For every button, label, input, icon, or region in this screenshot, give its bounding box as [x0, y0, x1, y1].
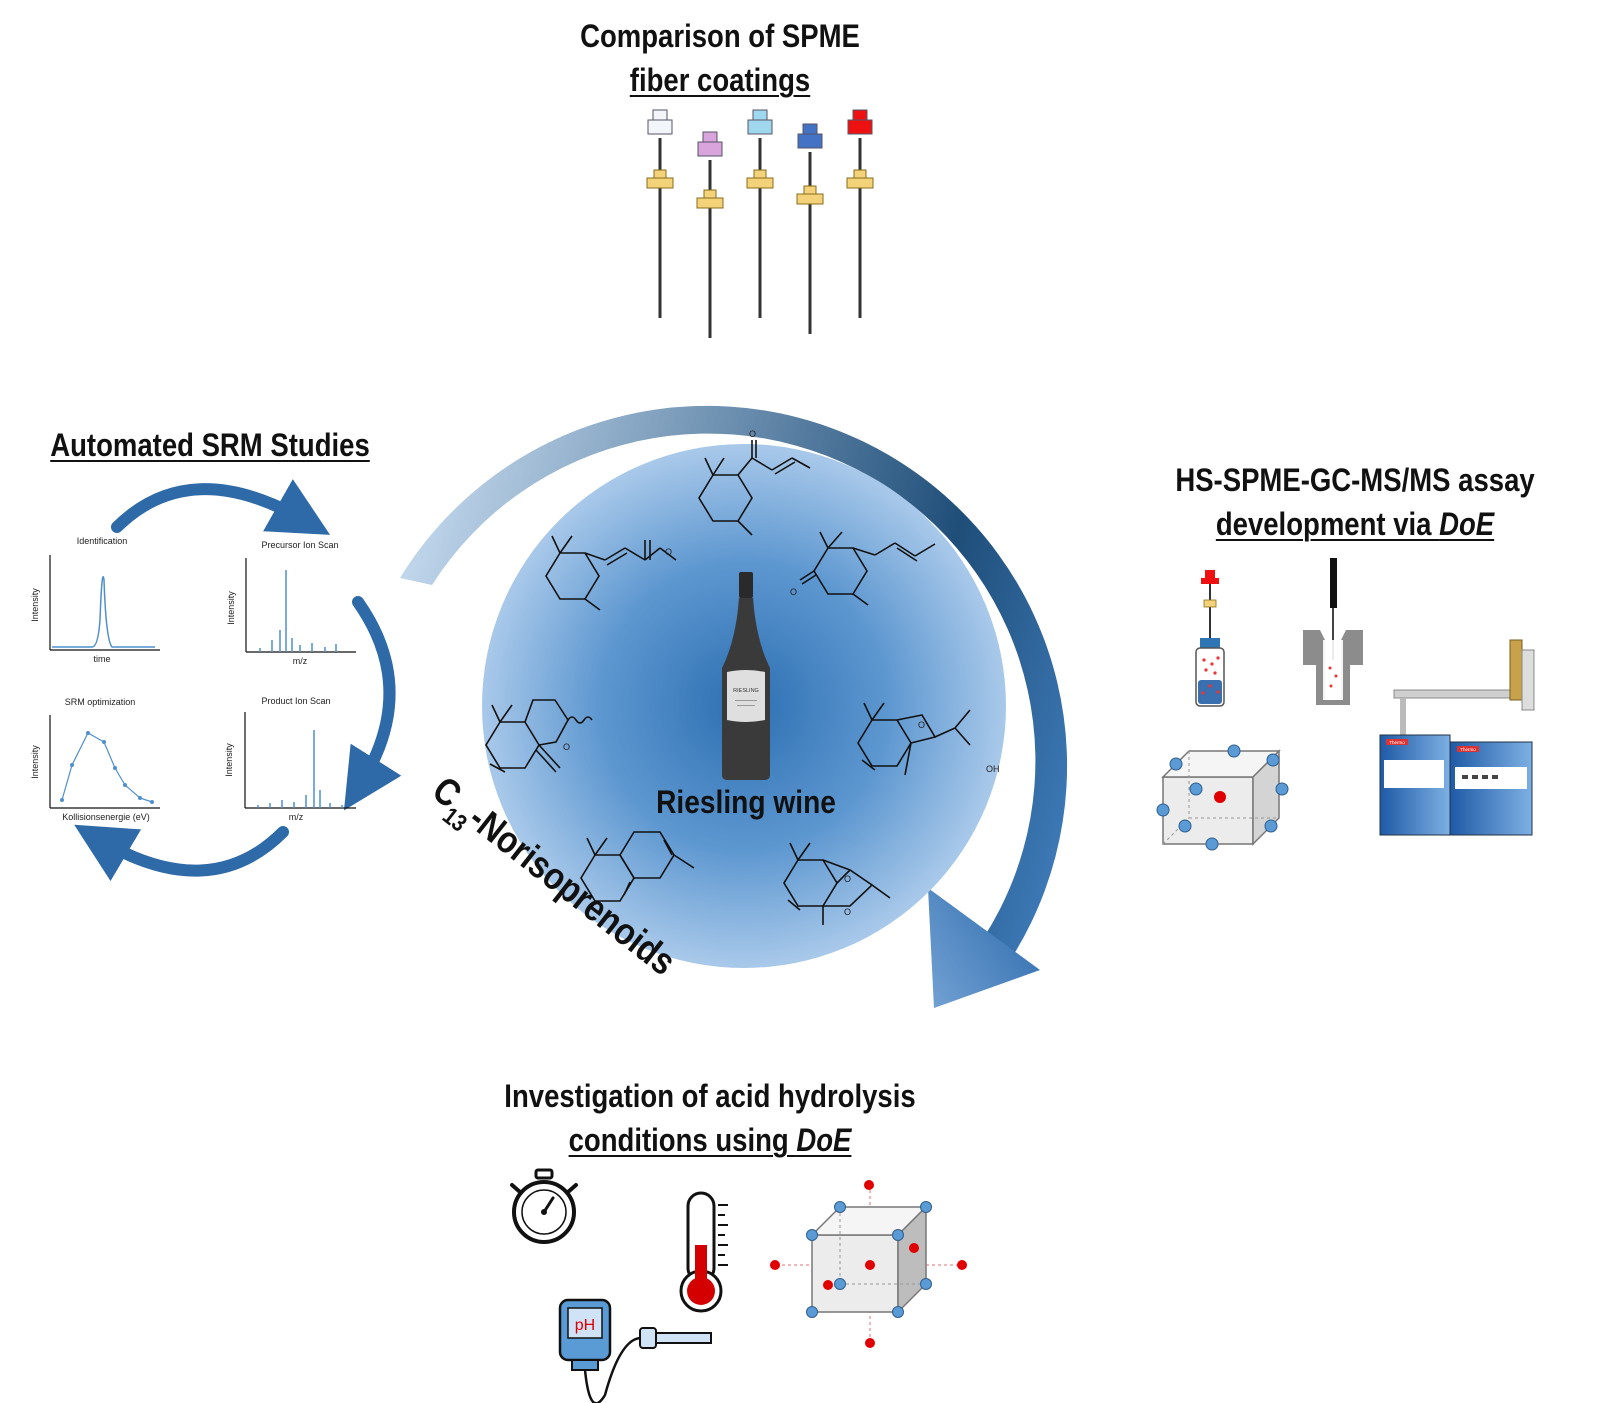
instrument-brand-ms: Thermo — [1460, 747, 1476, 752]
srm-panel-3-title: SRM optimization — [65, 697, 136, 707]
srm-panel-2-ylabel: Intensity — [226, 591, 236, 625]
srm-panel-srm-optimization: SRM optimization Kollisionsenergie (eV) … — [30, 697, 160, 822]
srm-panel-4-xlabel: m/z — [289, 812, 304, 822]
spme-fiber-5 — [846, 109, 874, 318]
ph-meter-icon: pH — [558, 1298, 712, 1403]
molecule-lower-right — [783, 842, 891, 925]
assay-icons: Thermo Thermo — [1156, 558, 1535, 851]
oxygen-label-left: O — [563, 742, 570, 752]
molecule-lower-left — [580, 831, 695, 902]
srm-panel-1-title: Identification — [77, 536, 128, 546]
srm-panel-2-xlabel: m/z — [293, 656, 308, 666]
spme-vial-icon — [1195, 570, 1225, 707]
spme-fibers — [646, 109, 874, 338]
molecule-upper-right — [799, 531, 936, 606]
assay-heading-line2-text: development via — [1215, 506, 1440, 542]
oxygen-label-ketone-2: O — [749, 429, 756, 439]
srm-heading: Automated SRM Studies — [50, 427, 370, 463]
hydrolysis-heading-doe: DoE — [796, 1122, 852, 1158]
hydrolysis-heading-line2-text: conditions using — [568, 1122, 797, 1158]
srm-panel-2-title: Precursor Ion Scan — [261, 540, 338, 550]
doe-cube-icon — [1156, 744, 1289, 851]
hydrolysis-icons: pH — [510, 1168, 967, 1403]
molecule-left — [485, 699, 593, 773]
oxygen-label-right: O — [918, 720, 925, 730]
srm-studies: Identification time Intensity Precursor … — [30, 479, 402, 882]
assay-heading-line2: development via DoE — [1170, 502, 1540, 546]
spme-fiber-4 — [796, 123, 824, 334]
srm-panel-4-title: Product Ion Scan — [261, 696, 330, 706]
assay-heading-line1: HS-SPME-GC-MS/MS assay — [1175, 462, 1535, 498]
assay-heading: HS-SPME-GC-MS/MS assay development via D… — [1170, 458, 1540, 546]
gc-ms-instrument-icon: Thermo Thermo — [1379, 639, 1535, 836]
norisoprenoid-cycle-arrow — [400, 405, 1068, 1008]
assay-heading-doe: DoE — [1439, 506, 1495, 542]
instrument-brand-gc: Thermo — [1389, 740, 1405, 745]
hydrolysis-heading-line2: conditions using DoE — [486, 1118, 933, 1162]
spme-fiber-2 — [696, 131, 724, 338]
srm-panel-product-scan: Product Ion Scan m/z Intensity — [224, 696, 356, 822]
srm-panel-1-ylabel: Intensity — [30, 588, 40, 622]
bottle-label-text: RIESLING — [733, 688, 759, 694]
hydrolysis-heading: Investigation of acid hydrolysis conditi… — [486, 1074, 933, 1162]
molecule-upper-left — [545, 535, 677, 611]
molecule-right — [857, 702, 971, 776]
ccd-doe-icon — [770, 1180, 967, 1348]
hydroxyl-label: OH — [986, 764, 1000, 774]
spme-fiber-3 — [746, 109, 774, 318]
molecule-structures — [485, 440, 971, 925]
gc-injector-icon — [1303, 558, 1363, 705]
oxygen-label-lower-1: O — [844, 874, 851, 884]
molecule-top — [698, 440, 811, 536]
srm-panel-4-ylabel: Intensity — [224, 743, 234, 777]
stopwatch-icon — [510, 1168, 578, 1244]
srm-panel-1-xlabel: time — [93, 654, 110, 664]
thermometer-icon — [679, 1191, 728, 1313]
spme-heading: Comparison of SPME fiber coatings — [548, 14, 892, 102]
srm-panel-identification: Identification time Intensity — [30, 536, 160, 664]
srm-panel-3-ylabel: Intensity — [30, 745, 40, 779]
ph-display-text: pH — [575, 1317, 595, 1334]
srm-panel-precursor-scan: Precursor Ion Scan m/z Intensity — [226, 540, 356, 666]
oxygen-label-ketone-1: O — [665, 547, 672, 557]
spme-heading-line2: fiber coatings — [629, 62, 811, 98]
oxygen-label-lower-2: O — [844, 907, 851, 917]
srm-panel-3-xlabel: Kollisionsenergie (eV) — [62, 812, 150, 822]
riesling-wine-label: Riesling wine — [656, 785, 836, 820]
spme-fiber-1 — [646, 109, 674, 318]
oxygen-label-ketone-3: O — [790, 587, 797, 597]
spme-heading-line1: Comparison of SPME — [580, 18, 860, 54]
wine-bottle-icon: RIESLING — [722, 572, 770, 780]
hydrolysis-heading-line1: Investigation of acid hydrolysis — [504, 1078, 916, 1114]
